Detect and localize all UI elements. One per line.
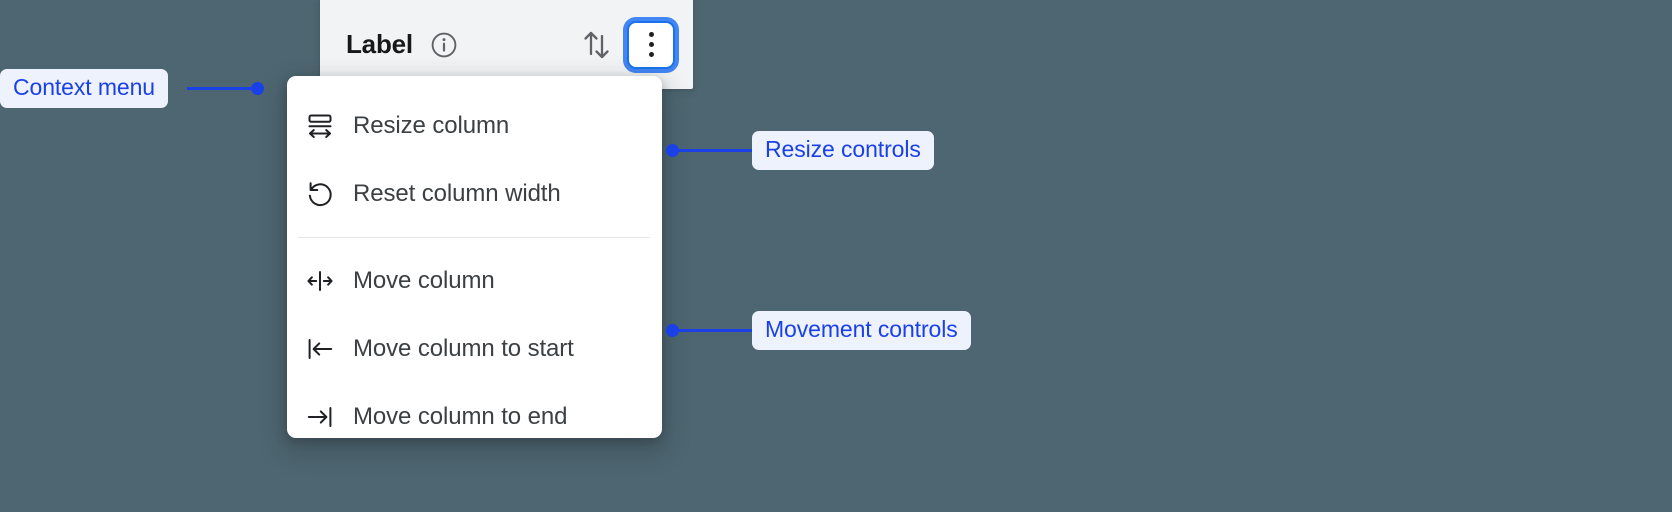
annotation-leader-line [187, 87, 252, 90]
annotation-label: Resize controls [752, 131, 934, 170]
info-circle-icon[interactable] [430, 31, 458, 59]
move-to-end-icon [305, 402, 335, 432]
menu-item-move-column[interactable]: Move column [287, 247, 662, 315]
menu-item-label: Resize column [353, 112, 510, 139]
more-vertical-icon-dot [648, 52, 654, 57]
column-header-panel: Label [320, 0, 693, 89]
move-to-start-icon [305, 334, 335, 364]
annotation-label: Movement controls [752, 311, 971, 350]
annotation-movement-controls: Movement controls [666, 311, 971, 350]
menu-item-reset-column-width[interactable]: Reset column width [287, 160, 662, 228]
resize-column-icon [305, 111, 335, 141]
menu-item-resize-column[interactable]: Resize column [287, 92, 662, 160]
menu-item-label: Move column to start [353, 335, 574, 362]
menu-item-label: Move column to end [353, 403, 568, 430]
annotation-context-menu: Context menu [0, 69, 264, 108]
more-vertical-icon-dot [648, 32, 654, 37]
column-context-menu: Resize column Reset column width Move co… [287, 76, 662, 438]
menu-divider [298, 237, 650, 238]
annotation-leader-line [678, 149, 752, 152]
annotation-endpoint-dot [666, 144, 679, 157]
annotation-label: Context menu [0, 69, 168, 108]
annotation-endpoint-dot [251, 82, 264, 95]
move-column-icon [305, 266, 335, 296]
annotation-leader-line [678, 329, 752, 332]
annotation-endpoint-dot [666, 324, 679, 337]
page-title: Label [346, 29, 413, 59]
column-options-button[interactable] [627, 20, 675, 69]
reset-width-icon [305, 179, 335, 209]
sort-up-down-icon[interactable] [579, 26, 613, 64]
menu-item-move-column-to-end[interactable]: Move column to end [287, 383, 662, 451]
menu-item-move-column-to-start[interactable]: Move column to start [287, 315, 662, 383]
menu-item-label: Move column [353, 267, 495, 294]
more-vertical-icon-dot [648, 42, 654, 47]
annotation-resize-controls: Resize controls [666, 131, 934, 170]
menu-item-label: Reset column width [353, 180, 561, 207]
